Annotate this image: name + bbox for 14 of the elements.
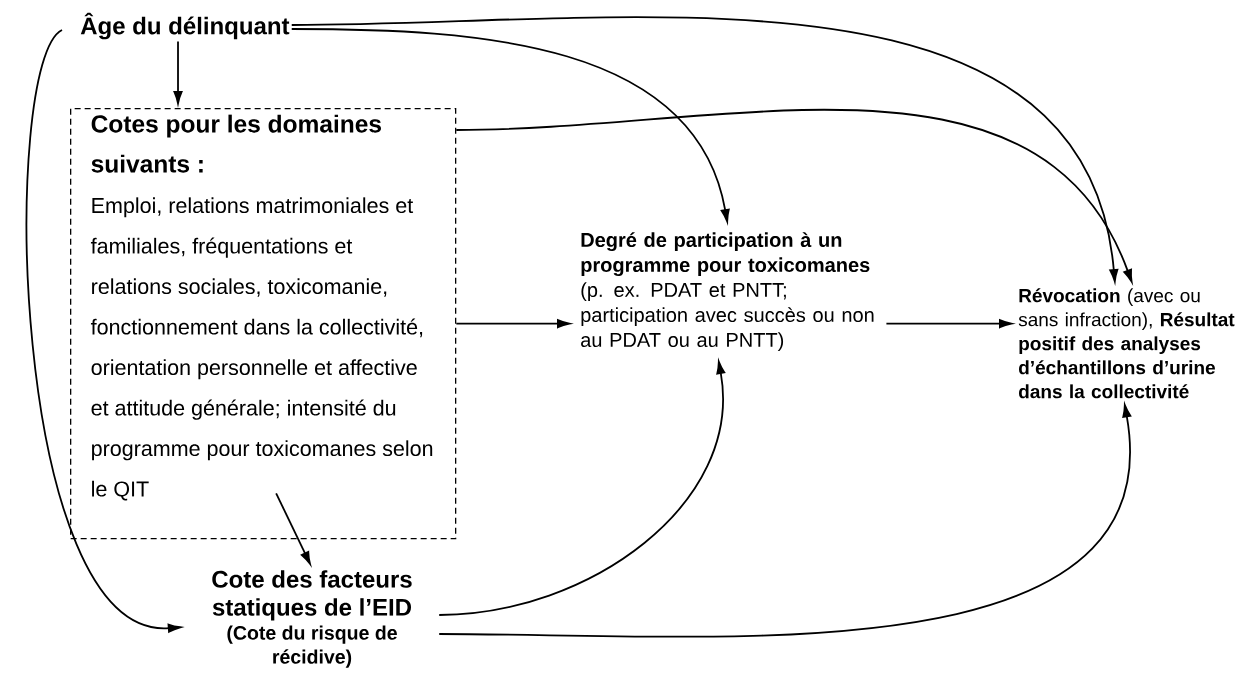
arrow: [885, 319, 1013, 329]
arrow: [173, 40, 183, 105]
arrow: [455, 319, 571, 329]
node-text: Degré de participation à un programme pour toxicomanes (p. ex. PDAT et PNTT; participation avec succès ou non au PDAT ou au PNTT): [581, 232, 874, 351]
node-text: Révocation (avec ou sans infraction), Résultat positif des analyses d’échantillons d’urine dans la collectivité: [1018, 288, 1235, 399]
dashed-box: Cotes pour les domaines suivants : Emploi, relations matrimoniales et familiales, fréquentations et relations sociales, toxicomanie, fonctionnement dans la collectivité, orientation personnelle et affective et attitude générale; intensité du programme pour toxicomanes selon le QIT: [70, 108, 457, 540]
node-text: Âge du délinquant: [80, 12, 290, 40]
arrow: [455, 109, 1133, 283]
node-text: Cote des facteurs statiques de l’EID (Cote du risque de récidive): [212, 570, 412, 668]
arrow: [25, 29, 182, 633]
arrow: [290, 28, 730, 223]
arrow: [290, 16, 1119, 283]
arrow: [275, 492, 311, 565]
arrow: [438, 360, 726, 616]
